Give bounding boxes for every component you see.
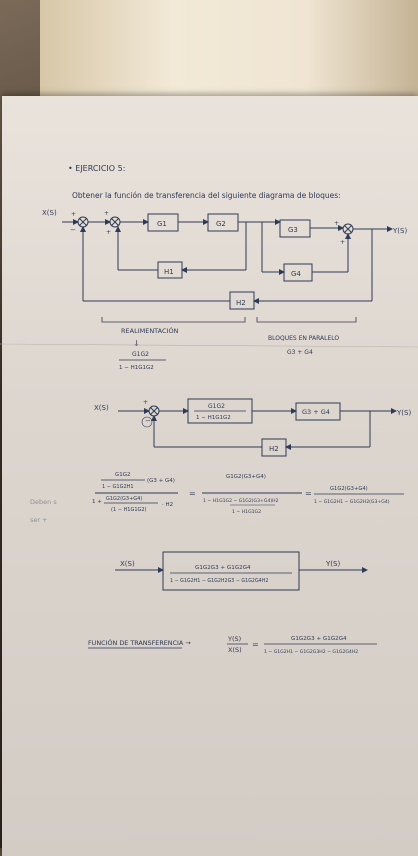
mid-numerator: G1G2(G3+G4) bbox=[226, 474, 266, 480]
circled-sign-mark bbox=[141, 416, 153, 428]
ratio-denominator: X(S) bbox=[228, 646, 242, 654]
exercise-title: • EJERCICIO 5: bbox=[68, 164, 125, 173]
equals-sign: = bbox=[305, 489, 312, 498]
block-h2: H2 bbox=[236, 299, 246, 307]
lhs-bottom-factor: · H2 bbox=[162, 502, 173, 508]
d2-block1-numerator: G1G2 bbox=[208, 403, 225, 410]
d1-input-label: X(S) bbox=[42, 209, 57, 217]
lhs-top-denominator: 1 − G1G2H1 bbox=[102, 484, 134, 490]
algebra-derivation: Deben s ser + G1G2 1 − G1G2H1 (G3 + G4) … bbox=[30, 472, 404, 524]
sign-plus: + bbox=[143, 399, 148, 406]
d2-block2: G3 + G4 bbox=[302, 408, 330, 416]
sign-plus: + bbox=[340, 239, 345, 246]
lhs-bottom-denominator: (1 − H1G1G2) bbox=[111, 507, 147, 513]
d2-output-label: Y(S) bbox=[396, 409, 411, 417]
equals-sign: = bbox=[189, 489, 196, 498]
feedback-label: REALIMENTACIÓN bbox=[121, 326, 179, 335]
final-label: FUNCIÓN DE TRANSFERENCIA → bbox=[88, 638, 191, 647]
d2-feedback-block: H2 bbox=[269, 445, 279, 453]
sign-minus: − bbox=[145, 417, 151, 425]
final-transfer-function: FUNCIÓN DE TRANSFERENCIA → Y(S) X(S) = G… bbox=[88, 635, 377, 655]
result-numerator: G1G2G3 + G1G2G4 bbox=[291, 636, 347, 642]
ratio-numerator: Y(S) bbox=[227, 635, 241, 643]
instruction-text: Obtener la función de transferencia del … bbox=[72, 191, 341, 200]
mid-inner-denominator: 1 − H1G1G2 bbox=[232, 509, 261, 515]
lamp-glow bbox=[40, 0, 418, 100]
block-g3: G3 bbox=[288, 226, 298, 234]
d3-input-label: X(S) bbox=[120, 560, 135, 568]
rhs-denominator: 1 − G1G2H1 − G1G2H2(G3+G4) bbox=[314, 499, 390, 505]
feedback-arrow: ↓ bbox=[133, 339, 140, 348]
side-note-line2: ser + bbox=[30, 516, 48, 524]
d3-output-label: Y(S) bbox=[325, 560, 340, 568]
parallel-expression: G3 + G4 bbox=[287, 349, 313, 356]
result-denominator: 1 − G1G2H1 − G1G2G3H2 − G1G2G4H2 bbox=[264, 649, 358, 655]
d2-block1-denominator: 1 − H1G1G2 bbox=[196, 415, 231, 421]
block-diagram-final bbox=[115, 551, 368, 591]
paper-sheet bbox=[2, 96, 418, 856]
parallel-label: BLOQUES EN PARALELO bbox=[268, 335, 339, 342]
block-h1: H1 bbox=[164, 268, 174, 276]
lhs-bottom-numerator: G1G2(G3+G4) bbox=[106, 496, 142, 502]
block-diagram-reduced bbox=[118, 398, 397, 457]
d3-block-numerator: G1G2G3 + G1G2G4 bbox=[195, 565, 251, 571]
sign-plus: + bbox=[334, 220, 339, 227]
paper-fold-line bbox=[0, 343, 418, 348]
equals-sign: = bbox=[252, 640, 259, 649]
rhs-numerator: G1G2(G3+G4) bbox=[330, 486, 368, 492]
block-g4: G4 bbox=[291, 270, 301, 278]
d3-block-denominator: 1 − G1G2H1 − G1G2H2G3 − G1G2G4H2 bbox=[170, 578, 268, 584]
sign-plus: + bbox=[71, 211, 76, 218]
mid-inner-numerator: 1 − H1G1G2 − G1G2(G3+G4)H2 bbox=[203, 498, 279, 504]
d1-output-label: Y(S) bbox=[392, 227, 407, 235]
d2-input-label: X(S) bbox=[94, 404, 109, 412]
block-g2: G2 bbox=[216, 220, 226, 228]
block-diagram-original bbox=[62, 213, 393, 310]
annotation-braces bbox=[101, 317, 357, 323]
side-note-line1: Deben s bbox=[30, 498, 57, 506]
feedback-numerator: G1G2 bbox=[132, 351, 149, 358]
sign-plus: + bbox=[106, 229, 111, 236]
feedback-denominator: 1 − H1G1G2 bbox=[119, 365, 154, 371]
sign-minus: − bbox=[70, 226, 76, 234]
lhs-top-factor: (G3 + G4) bbox=[147, 478, 175, 484]
lhs-top-numerator: G1G2 bbox=[115, 472, 131, 478]
lhs-bottom-lead: 1 + bbox=[92, 499, 102, 505]
sign-plus: + bbox=[104, 210, 109, 217]
block-g1: G1 bbox=[157, 220, 167, 228]
